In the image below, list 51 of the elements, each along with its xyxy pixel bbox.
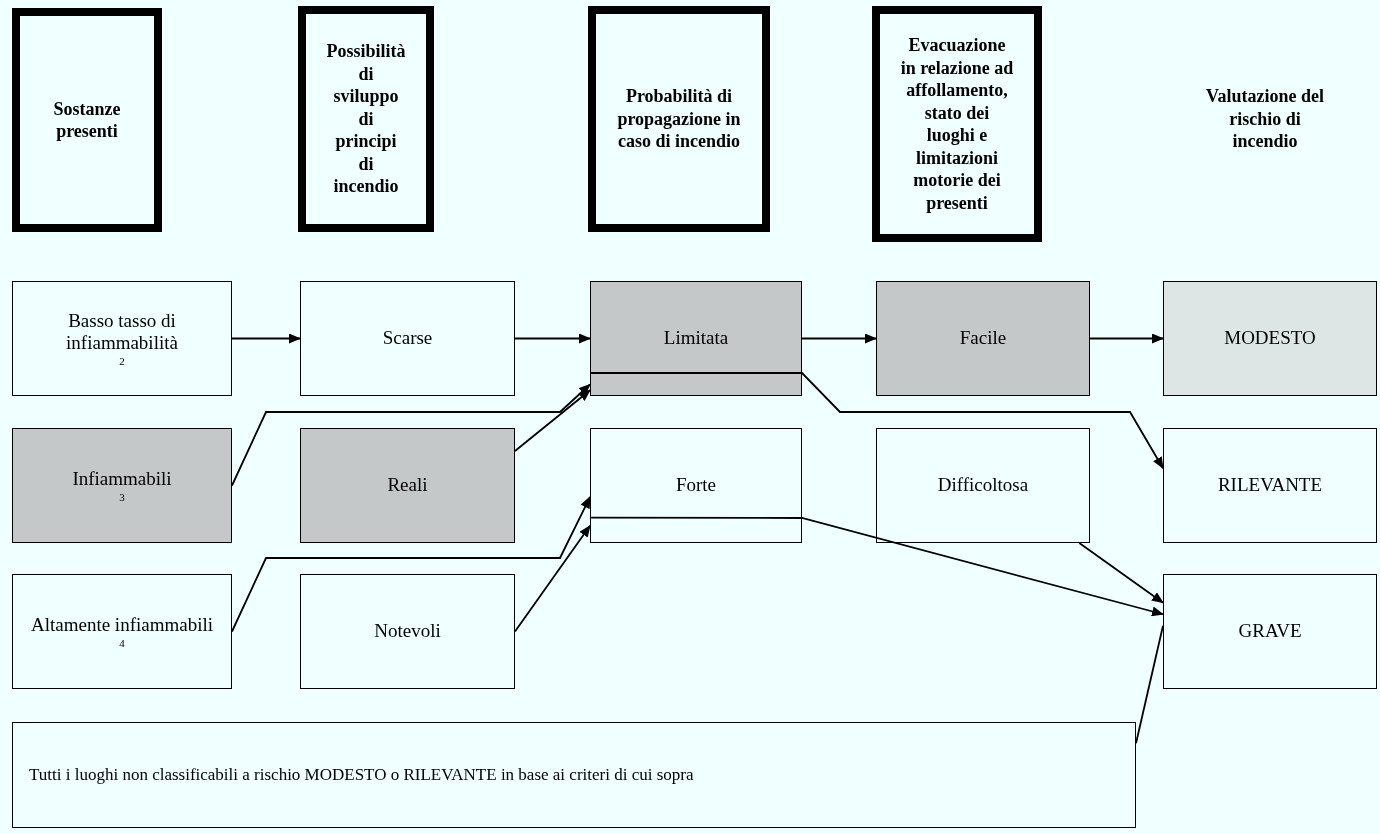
box-label: Notevoli (374, 620, 441, 643)
box-label: Tutti i luoghi non classificabili a rischio MODESTO o RILEVANTE in base ai criteri di cui sopra (29, 764, 695, 787)
arrow (1089, 333, 1164, 344)
box-label: Limitata (663, 327, 729, 350)
box-label: Infiammabili (72, 468, 172, 491)
box-label: Sostanze presenti (52, 97, 122, 143)
arrow (1078, 542, 1164, 604)
arrow (514, 389, 591, 452)
process-box (12, 281, 232, 396)
box-label: Forte (675, 474, 717, 497)
index-number: 4 (119, 636, 125, 649)
box-label: Evacuazione in relazione ad affollamento, stato dei luoghi e limitazioni motorie dei presenti (900, 34, 1014, 214)
shaded-box (12, 428, 232, 543)
shaded-box (876, 281, 1090, 396)
box-label: Facile (959, 327, 1007, 350)
box-label: Reali (387, 474, 428, 497)
process-box (1163, 574, 1377, 689)
header-box (588, 6, 770, 232)
box-label: Possibilità di sviluppo di principi di incendio (326, 40, 406, 198)
process-box (300, 281, 515, 396)
box-label: GRAVE (1238, 620, 1302, 643)
box-label: Difficoltosa (937, 474, 1029, 497)
box-label: Valutazione del rischio di incendio (1205, 85, 1325, 153)
header-box (872, 6, 1042, 242)
box-label: MODESTO (1224, 327, 1316, 350)
process-box (1163, 428, 1377, 543)
arrow (514, 524, 591, 633)
box-label: Scarse (382, 327, 433, 350)
shaded-box (590, 281, 802, 396)
process-box (12, 574, 232, 689)
dotted-box (1163, 281, 1377, 396)
arrow (514, 333, 591, 344)
note-box (12, 722, 1136, 828)
header-box (12, 8, 162, 232)
arrow (231, 383, 591, 487)
process-box (300, 574, 515, 689)
arrow (589, 516, 1164, 617)
box-label: RILEVANTE (1217, 474, 1323, 497)
arrow (801, 333, 877, 344)
arrow (589, 372, 1164, 470)
index-number: 2 (119, 355, 125, 368)
arrow (231, 496, 591, 633)
arrow (231, 333, 301, 344)
box-label: Basso tasso di infiammabilità (65, 309, 179, 356)
box-label: Altamente infiammabili (31, 614, 213, 637)
box-label: Probabilità di propagazione in caso di incendio (616, 85, 742, 153)
index-number: 3 (119, 490, 125, 503)
header-box (298, 6, 434, 232)
process-box (876, 428, 1090, 543)
process-box (590, 428, 802, 543)
shaded-box (300, 428, 515, 543)
